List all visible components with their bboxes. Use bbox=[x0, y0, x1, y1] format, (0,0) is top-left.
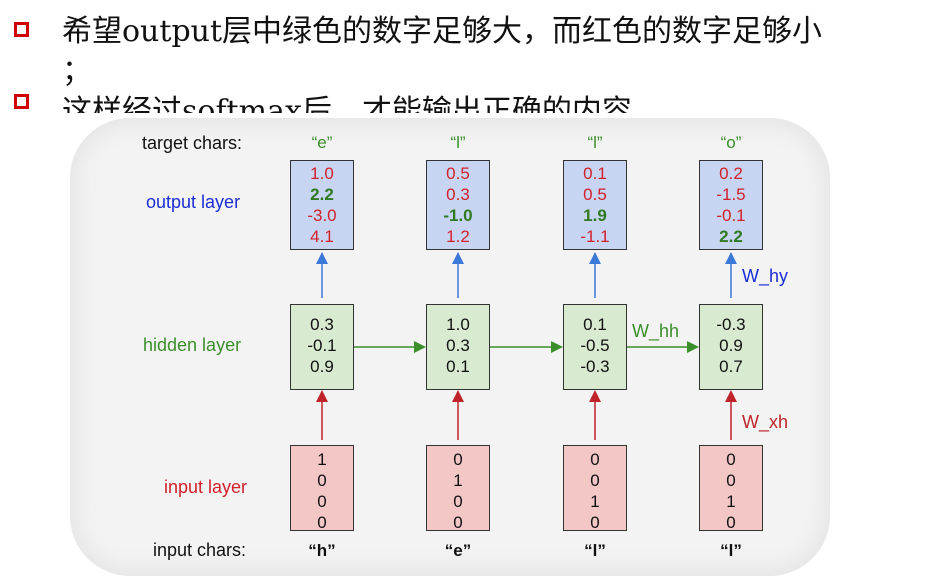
output-value: 1.2 bbox=[446, 227, 470, 246]
output-value: -1.1 bbox=[580, 227, 610, 246]
output-box: 0.1 0.5 1.9 -1.1 bbox=[563, 160, 627, 250]
input-char: “h” bbox=[308, 541, 336, 560]
input-value: 0 bbox=[453, 513, 463, 532]
hidden-value: 1.0 bbox=[446, 315, 470, 334]
hidden-layer-label: hidden layer bbox=[143, 335, 242, 355]
output-box: 0.5 0.3 -1.0 1.2 bbox=[426, 160, 490, 250]
bullet-square-icon bbox=[14, 94, 29, 109]
target-char: “l” bbox=[587, 133, 603, 152]
input-char: “l” bbox=[720, 541, 742, 560]
input-value: 0 bbox=[453, 492, 463, 511]
input-value: 0 bbox=[317, 471, 327, 490]
target-char: “l” bbox=[450, 133, 466, 152]
hidden-value: 0.3 bbox=[310, 315, 334, 334]
input-value: 0 bbox=[726, 513, 736, 532]
output-box: 1.0 2.2 -3.0 4.1 bbox=[290, 160, 354, 250]
input-value: 0 bbox=[726, 471, 736, 490]
output-value: -1.5 bbox=[716, 185, 746, 204]
hidden-value: 0.9 bbox=[310, 357, 334, 376]
input-chars-label: input chars: bbox=[153, 540, 247, 560]
hidden-box: 1.0 0.3 0.1 bbox=[426, 304, 490, 390]
output-value: 0.3 bbox=[446, 185, 470, 204]
input-char: “e” bbox=[444, 541, 472, 560]
input-value: 0 bbox=[590, 450, 600, 469]
output-value: -0.1 bbox=[716, 206, 746, 225]
hidden-value: -0.3 bbox=[580, 357, 610, 376]
output-value: 1.9 bbox=[583, 206, 607, 225]
output-value: 2.2 bbox=[719, 227, 743, 246]
hidden-value: 0.1 bbox=[583, 315, 607, 334]
hidden-value: -0.1 bbox=[307, 336, 337, 355]
hidden-box: -0.3 0.9 0.7 bbox=[699, 304, 763, 390]
hidden-value: 0.1 bbox=[446, 357, 470, 376]
target-char: “o” bbox=[720, 133, 742, 152]
output-value: 0.1 bbox=[583, 164, 607, 183]
input-value: 0 bbox=[453, 450, 463, 469]
hidden-value: 0.9 bbox=[719, 336, 743, 355]
hidden-value: 0.7 bbox=[719, 357, 743, 376]
w-hy-label: W_hy bbox=[742, 266, 789, 286]
input-box: 1 0 0 0 bbox=[290, 445, 354, 532]
input-box: 0 0 1 0 bbox=[563, 445, 627, 532]
output-value: 0.5 bbox=[446, 164, 470, 183]
target-char: “e” bbox=[311, 133, 333, 152]
w-xh-label: W_xh bbox=[742, 412, 789, 432]
input-value: 1 bbox=[317, 450, 327, 469]
output-value: 0.2 bbox=[719, 164, 743, 183]
output-value: -3.0 bbox=[307, 206, 337, 225]
bullet-2-text: 这样经过softmax后，才能输出正确的内容。 bbox=[62, 94, 662, 113]
input-char: “l” bbox=[584, 541, 606, 560]
input-value: 0 bbox=[590, 471, 600, 490]
output-value: 1.0 bbox=[310, 164, 334, 183]
input-value: 0 bbox=[590, 513, 600, 532]
input-value: 1 bbox=[726, 492, 736, 511]
w-hh-label: W_hh bbox=[632, 321, 680, 341]
output-value: -1.0 bbox=[443, 206, 473, 225]
output-box: 0.2 -1.5 -0.1 2.2 bbox=[699, 160, 763, 250]
hidden-value: -0.5 bbox=[580, 336, 610, 355]
bullet-1-text: 希望output层中绿色的数字足够大，而红色的数字足够小 bbox=[62, 14, 823, 49]
hidden-box: 0.1 -0.5 -0.3 bbox=[563, 304, 627, 390]
input-layer-label: input layer bbox=[164, 477, 248, 497]
hidden-value: -0.3 bbox=[716, 315, 746, 334]
bullet-2: 这样经过softmax后，才能输出正确的内容。 bbox=[0, 0, 943, 113]
input-value: 0 bbox=[726, 450, 736, 469]
hidden-box: 0.3 -0.1 0.9 bbox=[290, 304, 354, 390]
bullet-square-icon bbox=[14, 22, 29, 37]
input-value: 1 bbox=[590, 492, 600, 511]
input-box: 0 1 0 0 bbox=[426, 445, 490, 532]
hidden-value: 0.3 bbox=[446, 336, 470, 355]
input-value: 1 bbox=[453, 471, 463, 490]
input-value: 0 bbox=[317, 492, 327, 511]
output-layer-label: output layer bbox=[146, 192, 241, 212]
bullet-1-continuation: ； bbox=[62, 54, 92, 89]
output-value: 2.2 bbox=[310, 185, 334, 204]
input-box: 0 0 1 0 bbox=[699, 445, 763, 532]
input-value: 0 bbox=[317, 513, 327, 532]
output-value: 0.5 bbox=[583, 185, 607, 204]
target-chars-label: target chars: bbox=[142, 133, 243, 153]
output-value: 4.1 bbox=[310, 227, 334, 246]
